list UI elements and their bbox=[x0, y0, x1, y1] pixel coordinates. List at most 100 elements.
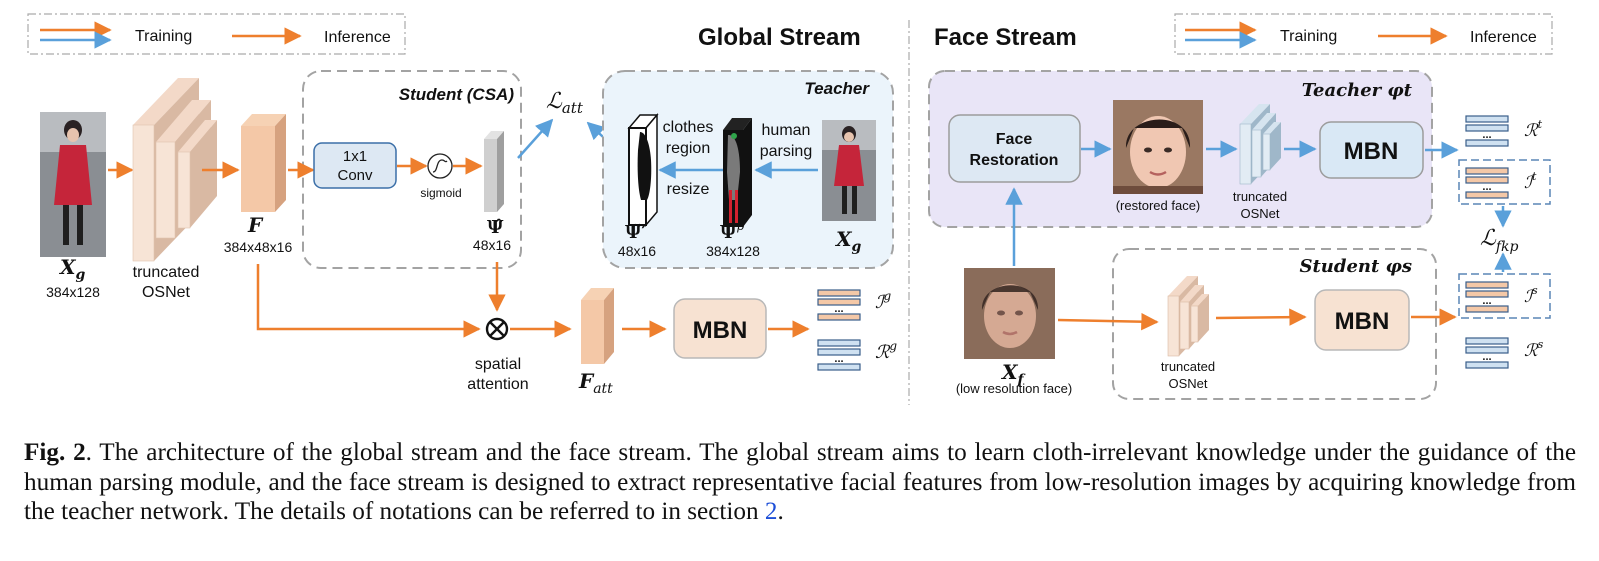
resize-label: resize bbox=[667, 181, 710, 198]
arrow-lowres-student-osnet bbox=[1057, 312, 1159, 331]
conv-label-line2: Conv bbox=[337, 167, 373, 184]
mbn-global bbox=[673, 298, 767, 359]
legend-face: Training Inference bbox=[1174, 13, 1553, 55]
svg-text:...: ... bbox=[1482, 129, 1491, 141]
caption-section-ref[interactable]: 2 bbox=[764, 498, 778, 526]
face-student-osnet-line2: OSNet bbox=[1168, 376, 1207, 391]
svg-text:...: ... bbox=[1482, 181, 1491, 193]
output-rs-label: ℛs bbox=[1524, 338, 1544, 361]
psi-p-var: Ψp bbox=[720, 219, 744, 243]
face-student-osnet-line1: truncated bbox=[1161, 359, 1215, 374]
restored-face-label: (restored face) bbox=[1116, 198, 1201, 213]
output-rt-label: ℛt bbox=[1524, 118, 1543, 141]
feature-map-f bbox=[241, 114, 286, 212]
clothes-mask-psi-tilde bbox=[627, 112, 659, 228]
face-teacher-osnet-line2: OSNet bbox=[1240, 206, 1279, 221]
student-face-title: Student φs bbox=[1299, 256, 1412, 277]
input-person-image bbox=[40, 112, 106, 257]
student-face-box bbox=[1112, 248, 1437, 400]
attention-map-psi-hat bbox=[484, 131, 504, 212]
spatial-attention-op-icon bbox=[485, 317, 509, 341]
output-it-label: ℐt bbox=[1524, 170, 1537, 193]
student-csa-title: Student (CSA) bbox=[399, 85, 515, 104]
spatial-attention-line2: attention bbox=[467, 376, 528, 393]
output-stack-rt: ... bbox=[1465, 115, 1509, 147]
mbn-face-student bbox=[1314, 289, 1410, 351]
osnet-label-line2: OSNet bbox=[142, 284, 191, 301]
output-stack-it: ... bbox=[1465, 167, 1509, 199]
low-res-face-label: (low resolution face) bbox=[956, 381, 1072, 396]
legend-training-label: Training bbox=[135, 28, 192, 45]
osnet-backbone-global bbox=[132, 78, 217, 262]
is-highlight-box bbox=[1458, 273, 1551, 319]
legend-inference-label: Inference bbox=[324, 29, 391, 46]
face-restoration-block bbox=[948, 114, 1081, 183]
face-restoration-line1: Face bbox=[996, 131, 1033, 148]
svg-text:...: ... bbox=[834, 353, 843, 365]
svg-text:...: ... bbox=[834, 303, 843, 315]
input-var-xf: Xf bbox=[1000, 360, 1027, 388]
psi-tilde-dim: 48x16 bbox=[618, 243, 656, 259]
low-res-face-image bbox=[964, 268, 1055, 359]
sigmoid-icon bbox=[427, 153, 453, 179]
output-rg-label: ℛg bbox=[875, 339, 897, 363]
output-stack-ig: ... bbox=[817, 289, 861, 321]
arrow-psi-loss bbox=[517, 118, 554, 159]
legend-face-inference-label: Inference bbox=[1470, 29, 1537, 46]
output-stack-rg: ... bbox=[817, 339, 861, 371]
it-highlight-box bbox=[1458, 159, 1551, 205]
output-ig-label: ℐg bbox=[875, 289, 891, 313]
restored-face-image bbox=[1113, 100, 1203, 194]
global-stream-title: Global Stream bbox=[698, 24, 861, 51]
svg-text:...: ... bbox=[1482, 351, 1491, 363]
osnet-backbone-face-student bbox=[1167, 276, 1209, 357]
osnet-backbone-face-teacher bbox=[1239, 104, 1281, 185]
mbn-face-teacher-label: MBN bbox=[1344, 138, 1399, 165]
face-restoration-line2: Restoration bbox=[970, 152, 1059, 169]
feature-dim: 384x48x16 bbox=[224, 239, 293, 255]
mbn-global-label: MBN bbox=[693, 317, 748, 344]
parsing-map-psi-p bbox=[723, 118, 752, 227]
output-is-label: ℐs bbox=[1524, 284, 1538, 307]
face-stream-title: Face Stream bbox=[934, 24, 1077, 51]
psi-hat-dim: 48x16 bbox=[473, 237, 511, 253]
feature-map-f-att bbox=[581, 288, 614, 364]
arrow-osnet-mbn-student bbox=[1215, 308, 1307, 326]
input-var-xg: Xg bbox=[58, 255, 86, 283]
conv-1x1-block bbox=[313, 142, 397, 189]
loss-att: ℒatt bbox=[546, 89, 584, 117]
sigmoid-label: sigmoid bbox=[420, 186, 461, 200]
output-stack-rs: ... bbox=[1465, 337, 1509, 369]
legend-global: Training Inference bbox=[27, 13, 406, 55]
mbn-face-student-label: MBN bbox=[1335, 308, 1390, 335]
teacher-input-image bbox=[822, 120, 876, 221]
psi-p-dim: 384x128 bbox=[706, 243, 760, 259]
conv-label-line1: 1x1 bbox=[343, 148, 367, 165]
architecture-diagram: Training Inference Global Stream Xg 384x… bbox=[27, 13, 1553, 405]
arrow-f-attention bbox=[256, 264, 481, 338]
teacher-face-title: Teacher φt bbox=[1302, 80, 1413, 101]
psi-tilde-var: Ψ̃′ bbox=[625, 222, 646, 243]
clothes-region-line2: region bbox=[666, 140, 710, 157]
output-stack-is: ... bbox=[1465, 281, 1509, 313]
loss-fkp: ℒfkp bbox=[1480, 226, 1519, 255]
caption-end: . bbox=[777, 498, 784, 526]
psi-hat-var: Ψ̂ bbox=[487, 217, 504, 238]
human-parsing-line2: parsing bbox=[760, 143, 812, 160]
mbn-face-teacher bbox=[1319, 121, 1424, 179]
input-dim: 384x128 bbox=[46, 284, 100, 300]
spatial-attention-line1: spatial bbox=[475, 356, 521, 373]
teacher-global-title: Teacher bbox=[804, 79, 870, 98]
legend-face-training-label: Training bbox=[1280, 28, 1337, 45]
caption-text: . The architecture of the global stream … bbox=[24, 439, 1576, 526]
teacher-input-var: Xg bbox=[834, 227, 862, 255]
feature-var-f: F bbox=[247, 213, 264, 237]
osnet-label-line1: truncated bbox=[133, 264, 200, 281]
figure-caption: Fig. 2. The architecture of the global s… bbox=[24, 438, 1576, 527]
clothes-region-line1: clothes bbox=[663, 119, 714, 136]
face-teacher-osnet-line1: truncated bbox=[1233, 189, 1287, 204]
svg-text:...: ... bbox=[1482, 295, 1491, 307]
f-att-var: Fatt bbox=[578, 369, 613, 397]
human-parsing-line1: human bbox=[762, 122, 811, 139]
caption-fig-label: Fig. 2 bbox=[24, 439, 86, 466]
